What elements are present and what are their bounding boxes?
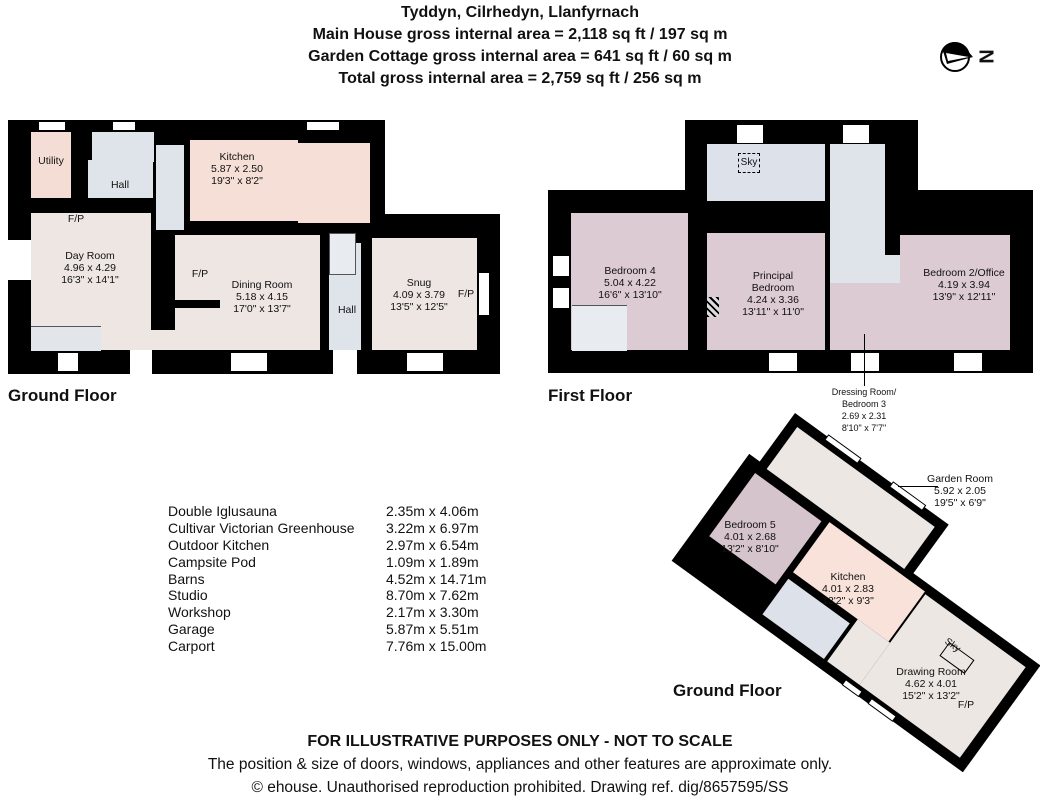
fireplace-label: F/P bbox=[67, 213, 85, 225]
chimney-flue bbox=[707, 297, 719, 317]
window bbox=[230, 352, 268, 372]
hall-2-label: Hall bbox=[337, 304, 357, 316]
copyright: © ehouse. Unauthorised reproduction proh… bbox=[251, 779, 789, 796]
room-shower bbox=[92, 132, 154, 162]
staircase bbox=[329, 233, 356, 275]
first-floor-label: First Floor bbox=[548, 386, 633, 405]
fireplace-label: F/P bbox=[191, 268, 209, 280]
disclaimer: FOR ILLUSTRATIVE PURPOSES ONLY - NOT TO … bbox=[307, 733, 733, 750]
window bbox=[38, 121, 66, 131]
window bbox=[306, 121, 340, 131]
window bbox=[57, 352, 79, 372]
staircase bbox=[572, 305, 627, 351]
window bbox=[736, 124, 764, 144]
property-title: Tyddyn, Cilrhedyn, Llanfyrnach bbox=[401, 4, 639, 21]
entrance-door bbox=[333, 350, 357, 374]
chimney-breast bbox=[175, 300, 220, 308]
garden-cottage-area: Garden Cottage gross internal area = 641… bbox=[308, 48, 732, 65]
passage bbox=[150, 330, 180, 350]
fireplace-label: F/P bbox=[457, 288, 475, 300]
window bbox=[842, 124, 870, 144]
window bbox=[406, 352, 444, 372]
room-bedroom-2 bbox=[900, 235, 1010, 350]
fireplace-label: F/P bbox=[957, 699, 975, 711]
window bbox=[768, 352, 798, 372]
compass-north-icon: N bbox=[937, 40, 997, 74]
total-area: Total gross internal area = 2,759 sq ft … bbox=[338, 70, 702, 87]
french-doors bbox=[8, 240, 31, 280]
utility-label: Utility bbox=[38, 155, 64, 167]
room-hall bbox=[88, 160, 153, 198]
room-kitchen bbox=[190, 140, 298, 221]
room-utility bbox=[31, 132, 71, 198]
room-dining-room bbox=[175, 235, 320, 350]
room-bathroom bbox=[707, 144, 825, 201]
room-principal-bedroom bbox=[707, 233, 825, 350]
leader-line bbox=[898, 486, 938, 487]
window bbox=[850, 352, 880, 372]
staircase bbox=[31, 326, 101, 351]
leader-line bbox=[864, 334, 865, 386]
window bbox=[478, 272, 490, 316]
skylight: Sky bbox=[738, 153, 760, 173]
room-dressing-room bbox=[830, 283, 905, 350]
window bbox=[552, 287, 570, 309]
room-kitchen-annex bbox=[298, 143, 370, 223]
window bbox=[552, 255, 570, 277]
main-house-area: Main House gross internal area = 2,118 s… bbox=[312, 26, 728, 43]
hall-label: Hall bbox=[110, 179, 130, 191]
room-lobby bbox=[156, 145, 184, 230]
entrance-door bbox=[130, 350, 152, 374]
ground-floor-label: Ground Floor bbox=[8, 386, 117, 405]
cottage-floor-label: Ground Floor bbox=[673, 681, 782, 700]
room-snug bbox=[372, 238, 477, 350]
approximation-note: The position & size of doors, windows, a… bbox=[207, 756, 833, 773]
window bbox=[112, 121, 136, 131]
window bbox=[953, 352, 983, 372]
